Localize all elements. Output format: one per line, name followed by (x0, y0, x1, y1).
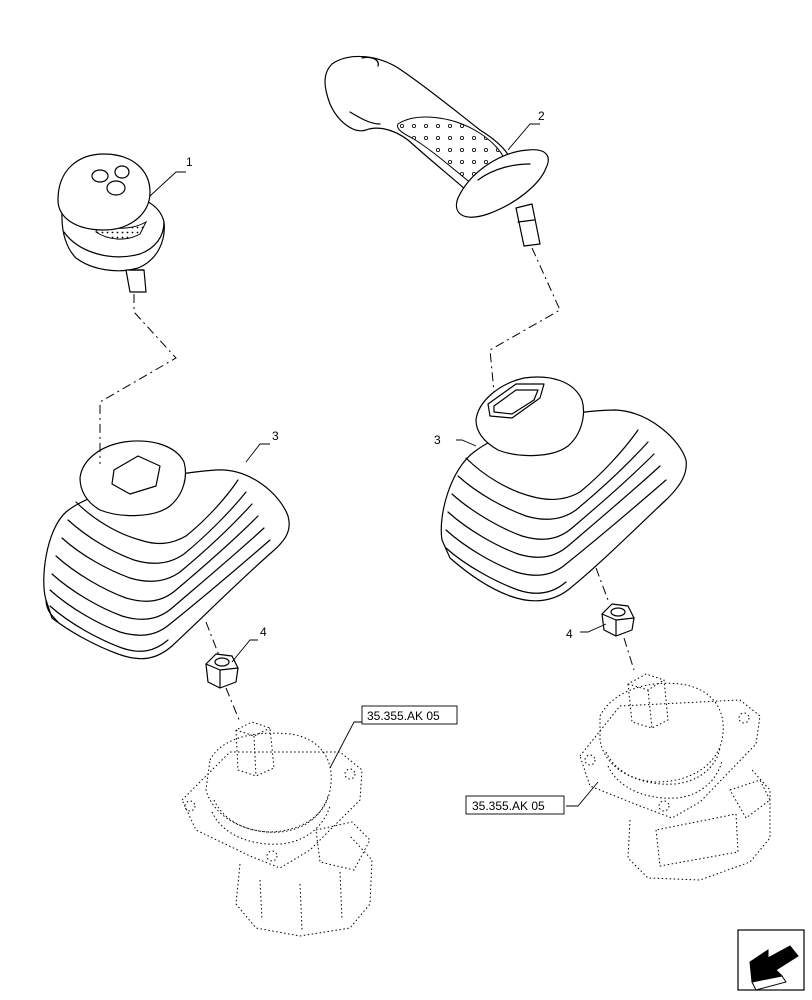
reference-link-right[interactable]: 35.355.AK 05 (465, 795, 565, 815)
callout-1: 1 (186, 155, 193, 169)
svg-text:35.355.AK 05: 35.355.AK 05 (367, 709, 440, 723)
callout-2: 2 (538, 109, 545, 123)
callout-3-left: 3 (272, 429, 279, 443)
reference-link-left[interactable]: 35.355.AK 05 (361, 705, 458, 725)
assembly-center-lines (99, 247, 635, 723)
callout-leaders (149, 123, 607, 807)
bellows-boot-right-part-3 (440, 376, 687, 602)
arrow-icon[interactable] (737, 929, 805, 991)
grip-handle-part-2 (324, 55, 549, 247)
nut-left-part-4 (205, 653, 239, 689)
joystick-valve-left (181, 721, 373, 937)
joystick-valve-right (579, 673, 771, 881)
svg-text:35.355.AK 05: 35.355.AK 05 (472, 799, 545, 813)
callout-4-left: 4 (260, 625, 267, 639)
bellows-boot-left-part-3 (43, 440, 290, 660)
knob-handle-part-1 (57, 153, 165, 293)
callout-4-right: 4 (566, 627, 573, 641)
callout-3-right: 3 (434, 433, 441, 447)
nut-right-part-4 (601, 603, 635, 637)
